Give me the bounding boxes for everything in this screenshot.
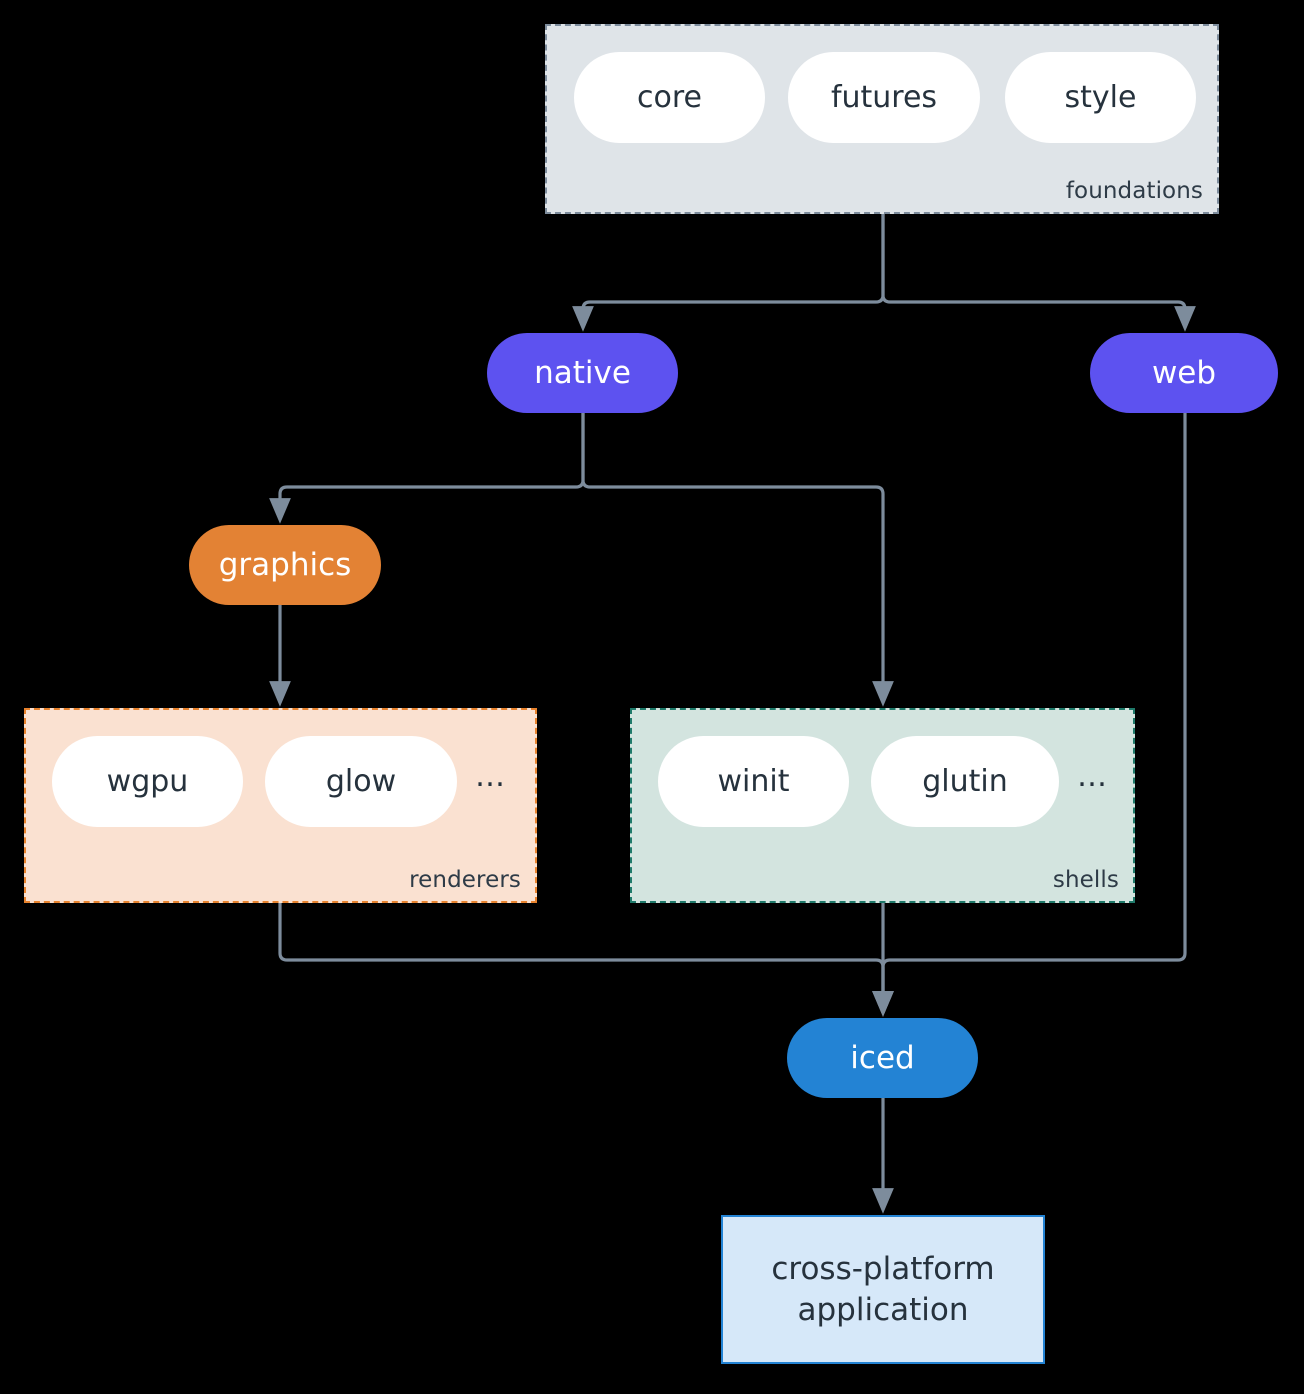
cluster-label-shells: shells bbox=[1052, 867, 1119, 893]
application-label-line1: cross-platform bbox=[771, 1250, 995, 1287]
cluster-label-foundations: foundations bbox=[1065, 178, 1203, 204]
shells-overflow-ellipsis: … bbox=[1077, 758, 1107, 794]
node-native[interactable]: native bbox=[487, 333, 678, 413]
edge-foundations-native bbox=[572, 214, 885, 332]
chip-glow[interactable]: glow bbox=[265, 736, 457, 827]
node-iced[interactable]: iced bbox=[787, 1018, 978, 1098]
edge-renderers-iced bbox=[278, 903, 894, 1017]
node-cross-platform-application[interactable]: cross-platform application bbox=[721, 1215, 1045, 1364]
edge-native-shells bbox=[581, 413, 894, 707]
application-label-line2: application bbox=[797, 1291, 969, 1328]
cluster-label-renderers: renderers bbox=[409, 867, 521, 893]
node-web[interactable]: web bbox=[1090, 333, 1278, 413]
cluster-foundations: core futures style foundations bbox=[545, 24, 1219, 214]
chip-core[interactable]: core bbox=[574, 52, 765, 143]
edge-native-graphics bbox=[269, 413, 585, 524]
renderers-overflow-ellipsis: … bbox=[475, 758, 505, 794]
chip-style[interactable]: style bbox=[1005, 52, 1196, 143]
edge-foundations-web bbox=[881, 214, 1196, 332]
chip-futures[interactable]: futures bbox=[788, 52, 980, 143]
chip-glutin[interactable]: glutin bbox=[871, 736, 1059, 827]
cluster-renderers: wgpu glow … renderers bbox=[24, 708, 537, 903]
chip-winit[interactable]: winit bbox=[658, 736, 849, 827]
chip-wgpu[interactable]: wgpu bbox=[52, 736, 243, 827]
node-graphics[interactable]: graphics bbox=[189, 525, 381, 605]
cluster-shells: winit glutin … shells bbox=[630, 708, 1135, 903]
